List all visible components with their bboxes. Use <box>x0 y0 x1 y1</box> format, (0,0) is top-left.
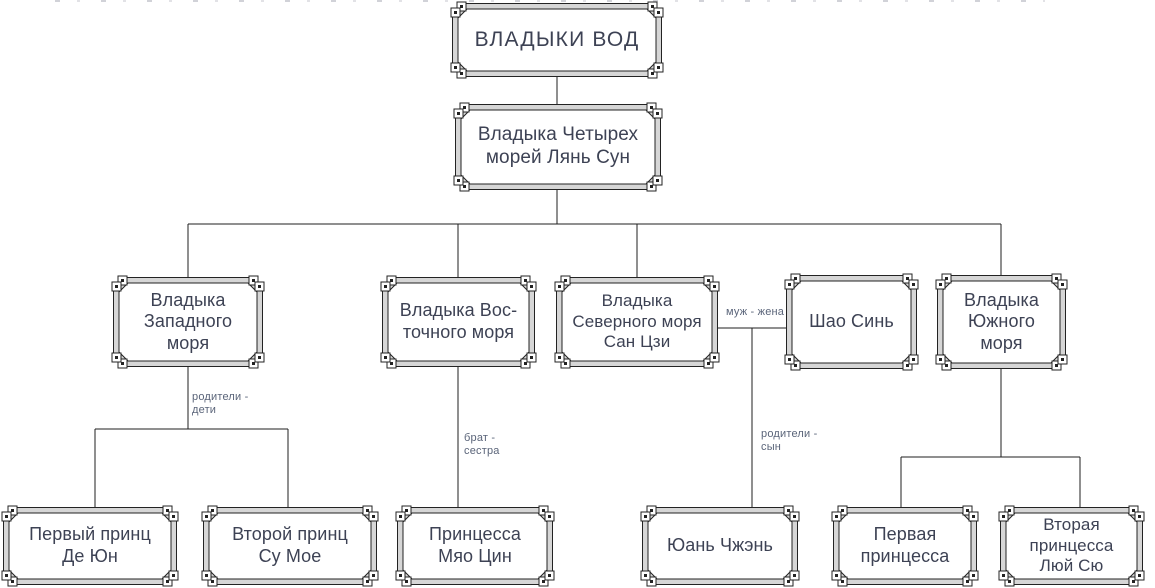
node-shao-sin: Шао Синь <box>784 273 919 371</box>
ornamental-frame <box>111 275 265 369</box>
edge-label-parents-children: родители -дети <box>192 391 249 416</box>
node-root: ВЛАДЫКИ ВОД <box>450 1 664 79</box>
edge-label-husband-wife: муж - жена <box>726 306 785 318</box>
ornamental-frame <box>380 275 537 369</box>
node-label: Шао Синь <box>809 311 894 332</box>
ornamental-frame <box>998 505 1145 587</box>
node-label: ВЛАДЫКИ ВОД <box>474 28 640 52</box>
ornamental-frame <box>201 505 379 587</box>
node-label: Владыка Вос-точного моря <box>399 300 518 342</box>
ornamental-frame <box>935 273 1068 371</box>
ornamental-frame <box>640 505 800 587</box>
node-east-sea: Владыка Вос-точного моря <box>380 275 537 369</box>
ornamental-frame <box>453 102 663 192</box>
edge-label-brother-sister: брат -сестра <box>464 432 500 457</box>
ornamental-frame <box>554 275 720 369</box>
node-label: Юань Чжэнь <box>666 535 774 556</box>
cropped-text-artifacts <box>55 0 1045 2</box>
ornamental-frame <box>831 505 979 587</box>
ornamental-frame <box>1 505 179 587</box>
ornamental-frame <box>395 505 555 587</box>
edge-label-parents-son: родители -сын <box>761 428 818 453</box>
ornamental-frame <box>450 1 664 79</box>
ornamental-frame <box>784 273 919 371</box>
node-yuan-chzhen: Юань Чжэнь <box>640 505 800 587</box>
